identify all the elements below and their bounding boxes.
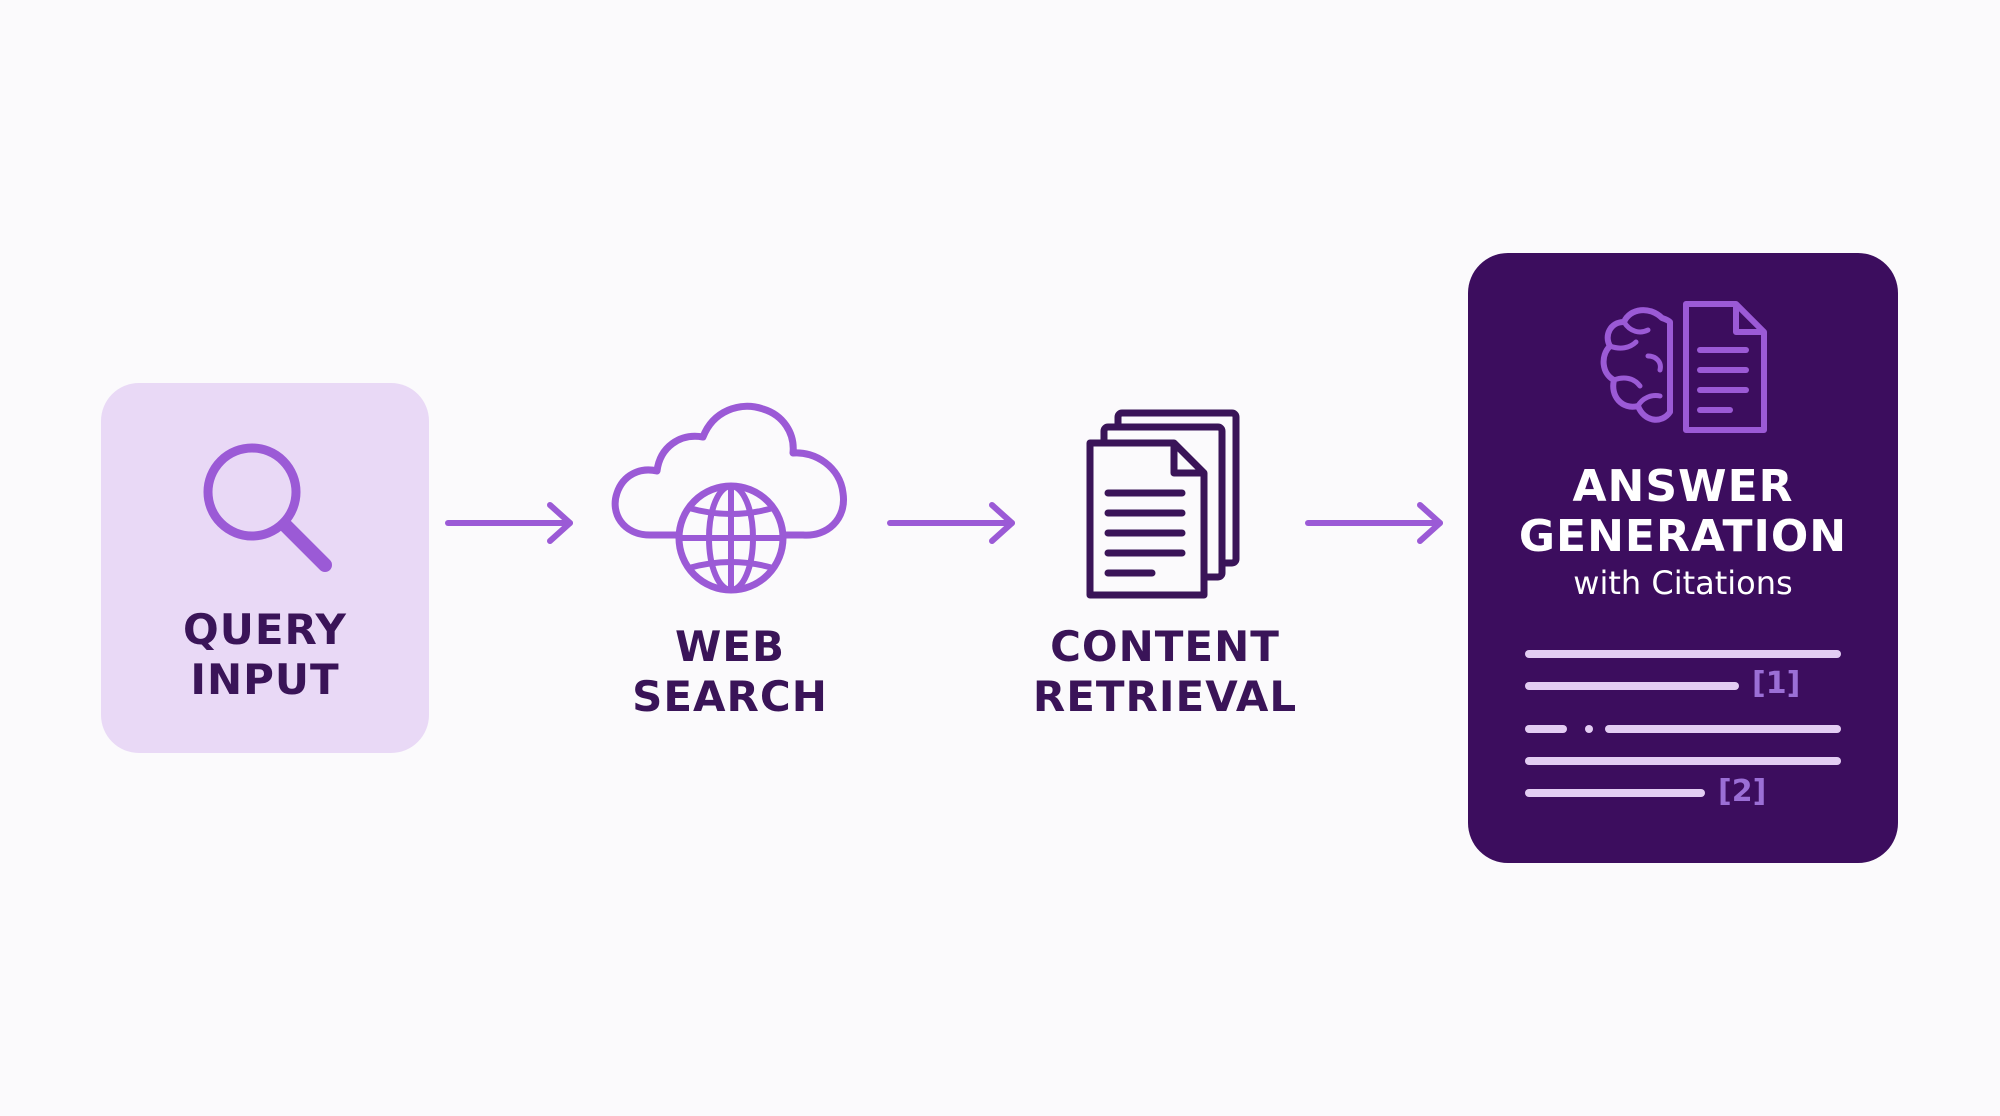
content-retrieval-label: CONTENT RETRIEVAL	[1010, 622, 1320, 722]
citation-marker-1: [1]	[1752, 666, 1801, 701]
answer-text-lines	[1525, 650, 1841, 797]
content-retrieval-label-line-1: CONTENT	[1050, 622, 1280, 671]
query-input-label-line-2: INPUT	[190, 655, 340, 704]
answer-generation-subtitle: with Citations	[1573, 564, 1793, 602]
answer-generation-title-line-1: ANSWER	[1572, 461, 1794, 512]
citation-marker-2: [2]	[1718, 774, 1767, 809]
magnifying-glass-icon	[203, 443, 332, 572]
arrow-right-icon	[887, 502, 1015, 544]
web-search-label-line-2: SEARCH	[632, 672, 828, 721]
answer-generation-title: ANSWER GENERATION	[1468, 462, 1898, 562]
content-retrieval-label-line-2: RETRIEVAL	[1032, 672, 1298, 721]
answer-generation-title-line-2: GENERATION	[1518, 511, 1848, 562]
web-search-label-line-1: WEB	[674, 622, 786, 671]
cloud-globe-icon	[611, 402, 847, 594]
query-input-label-line-1: QUERY	[183, 605, 347, 654]
query-input-card	[101, 383, 429, 753]
web-search-label: WEB SEARCH	[590, 622, 870, 722]
brain-document-icon	[1600, 301, 1767, 433]
answer-text-dot	[1585, 725, 1593, 733]
arrow-right-icon	[445, 502, 573, 544]
document-stack-icon	[1086, 409, 1240, 599]
query-input-label: QUERY INPUT	[101, 605, 429, 705]
arrow-right-icon	[1305, 502, 1443, 544]
